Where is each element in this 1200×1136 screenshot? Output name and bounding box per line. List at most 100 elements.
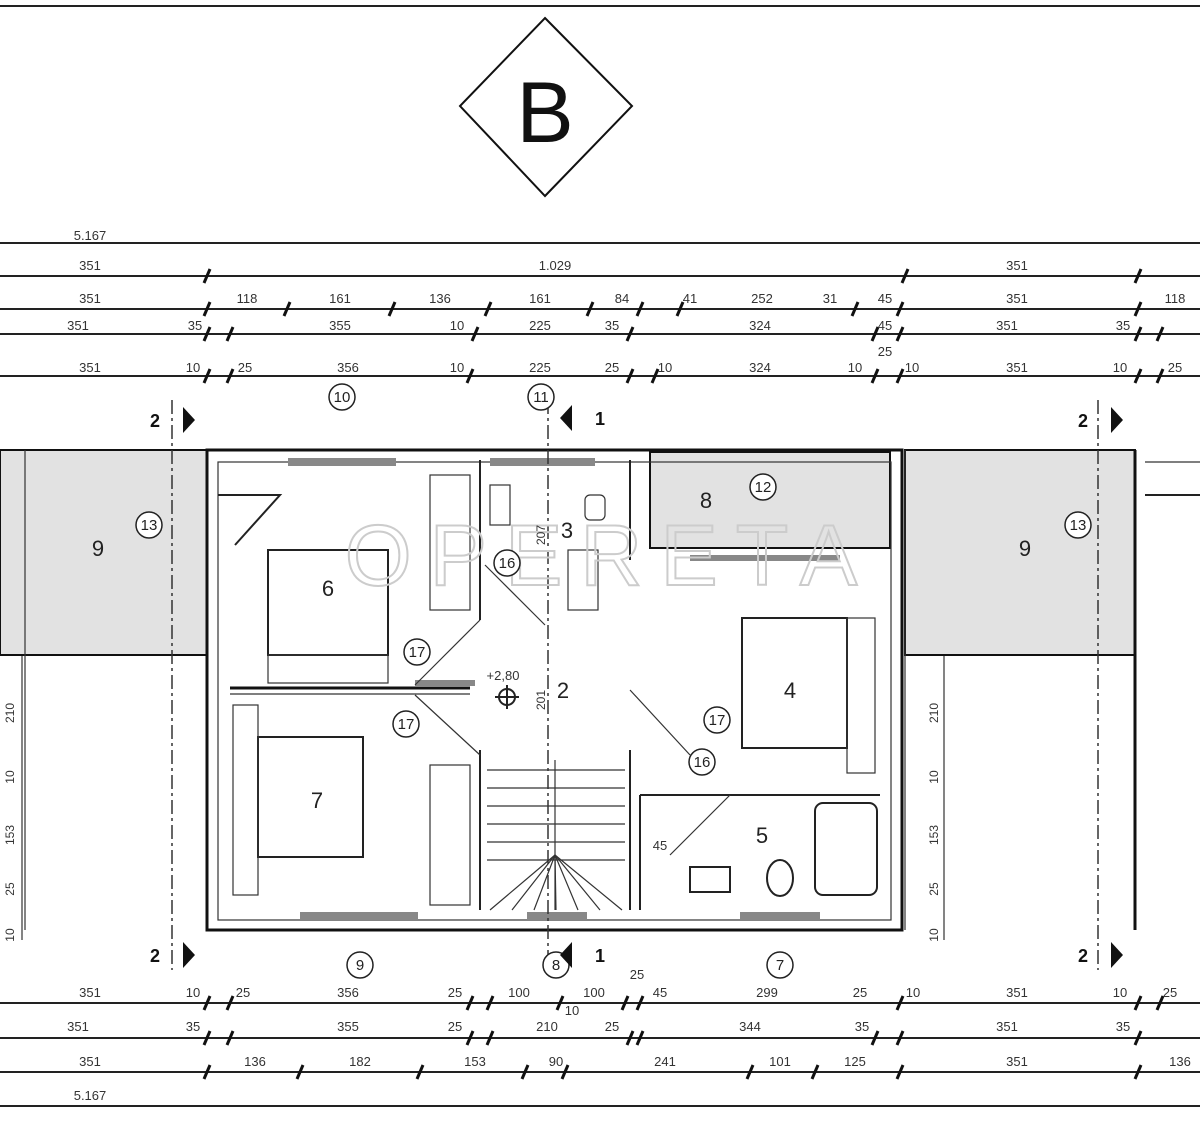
- detail-tag-number: 9: [356, 957, 364, 974]
- detail-tag-number: 17: [398, 716, 415, 733]
- dimension-tick: [620, 995, 630, 1011]
- dimension-label: 356: [337, 985, 359, 1000]
- dimension-label: 100: [583, 985, 605, 1000]
- vertical-dimension-label: 153: [927, 825, 941, 845]
- room-number: 9: [92, 536, 104, 561]
- dimension-label: 182: [349, 1054, 371, 1069]
- toilet: [766, 859, 794, 897]
- dimension-tick: [202, 995, 212, 1011]
- dimension-label: 10: [186, 985, 200, 1000]
- dimension-label: 161: [329, 291, 351, 306]
- dimension-label: 45: [653, 985, 667, 1000]
- dimension-label: 5.167: [74, 1088, 107, 1103]
- dimension-label: 344: [739, 1019, 761, 1034]
- dimension-tick: [635, 1030, 645, 1046]
- sink: [689, 866, 731, 893]
- dimension-tick: [675, 301, 685, 317]
- furniture: [218, 474, 1200, 911]
- terrace-right: [904, 449, 1136, 656]
- dimension-label: 35: [186, 1019, 200, 1034]
- dimension-label: 25: [853, 985, 867, 1000]
- dimension-tick: [895, 1030, 905, 1046]
- room-number: 5: [756, 823, 768, 848]
- dimension-tick: [465, 1030, 475, 1046]
- dimension-tick: [202, 368, 212, 384]
- dimension-tick: [895, 1064, 905, 1080]
- dimension-tick: [810, 1064, 820, 1080]
- dimension-label: 153: [464, 1054, 486, 1069]
- vertical-dimension-label: 10: [3, 770, 17, 784]
- dimension-tick: [225, 326, 235, 342]
- dimension-tick: [625, 368, 635, 384]
- section-marker-label: 2: [150, 946, 160, 966]
- room-number: 2: [557, 678, 569, 703]
- dimension-label: 136: [429, 291, 451, 306]
- section-arrow-icon: [183, 407, 195, 433]
- section-arrow-icon: [560, 942, 572, 968]
- detail-tag-number: 17: [409, 644, 426, 661]
- dimension-tick: [483, 301, 493, 317]
- dimension-tick: [1133, 1030, 1143, 1046]
- detail-tag-number: 10: [334, 389, 351, 406]
- room-number: 8: [700, 488, 712, 513]
- dimension-tick: [895, 368, 905, 384]
- dimension-label: 241: [654, 1054, 676, 1069]
- vertical-dimension-label: 25: [927, 882, 941, 896]
- detail-tag-number: 11: [533, 389, 549, 406]
- detail-tag-circle: [328, 383, 356, 411]
- dimension-label: 355: [329, 318, 351, 333]
- dimension-tick: [1133, 995, 1143, 1011]
- dimension-tick: [895, 326, 905, 342]
- dimension-tick: [900, 268, 910, 284]
- dimension-tick: [415, 1064, 425, 1080]
- dimension-label: 351: [79, 360, 101, 375]
- detail-tag-number: 12: [755, 479, 772, 496]
- detail-tag-number: 17: [709, 712, 726, 729]
- dimension-tick: [485, 995, 495, 1011]
- dimension-label: 25: [448, 985, 462, 1000]
- dimension-label: 10: [658, 360, 672, 375]
- dimension-tick: [870, 1030, 880, 1046]
- detail-tag-circle: [392, 710, 420, 738]
- dimension-tick: [465, 368, 475, 384]
- detail-tag-circle: [135, 511, 163, 539]
- dimension-label: 31: [823, 291, 837, 306]
- dimension-label: 351: [79, 1054, 101, 1069]
- dimension-tick: [295, 1064, 305, 1080]
- dimension-tick: [282, 301, 292, 317]
- detail-tag-circle: [493, 549, 521, 577]
- room-number: 3: [561, 518, 573, 543]
- dimension-label: 10: [906, 985, 920, 1000]
- dimension-label: 25: [1163, 985, 1177, 1000]
- dimension-label: 351: [996, 318, 1018, 333]
- title-marker: B: [0, 5, 1200, 198]
- stair-winder: [554, 854, 579, 911]
- dimension-tick: [520, 1064, 530, 1080]
- section-marker-label: 2: [1078, 946, 1088, 966]
- dimension-label: 25: [605, 360, 619, 375]
- dimension-tick: [870, 326, 880, 342]
- dimension-tick: [470, 326, 480, 342]
- dimension-tick: [465, 995, 475, 1011]
- dimension-tick: [555, 995, 565, 1011]
- dimension-label: 35: [1116, 1019, 1130, 1034]
- dimension-label: 351: [79, 291, 101, 306]
- dimension-label: 10: [1113, 360, 1127, 375]
- dimension-tick: [202, 268, 212, 284]
- detail-tag-circle: [527, 383, 555, 411]
- dimension-label: 41: [683, 291, 697, 306]
- dimension-tick: [850, 301, 860, 317]
- dimension-tick: [650, 368, 660, 384]
- dimension-tick: [1133, 301, 1143, 317]
- vertical-dimension-label: 210: [927, 703, 941, 723]
- bathtub: [814, 802, 878, 896]
- stair-winder: [554, 854, 623, 911]
- dimension-tick: [585, 301, 595, 317]
- dimension-tick: [202, 1030, 212, 1046]
- balcony: [649, 451, 891, 549]
- dimension-label: 351: [1006, 360, 1028, 375]
- dimension-label: 10: [565, 1003, 579, 1018]
- dimension-label: 210: [536, 1019, 558, 1034]
- dimension-label: 351: [1006, 258, 1028, 273]
- dimension-label: 45: [878, 291, 892, 306]
